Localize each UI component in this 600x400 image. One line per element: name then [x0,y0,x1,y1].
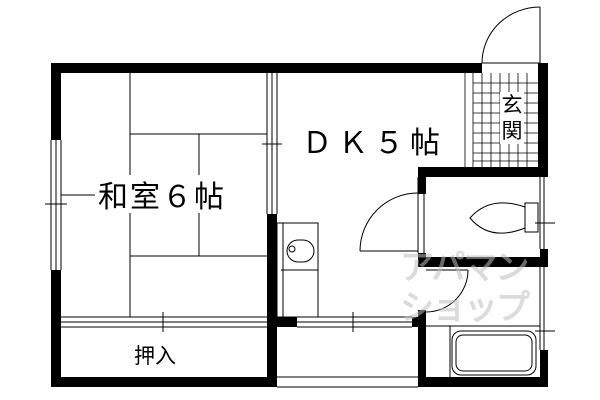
genkan-tiles [464,73,538,167]
room-label-oshiire: 押入 [134,344,176,368]
watermark-line1: アパマン [400,248,529,288]
kitchen-sink [276,222,319,318]
watermark-line2: ショップ [400,288,530,328]
dk-door-swing [359,177,425,253]
watermark: アパマン ショップ [400,248,550,328]
room-label-dk: ＤＫ５帖 [302,126,446,161]
room-label-genkan: 玄関 [500,92,524,144]
toilet-fixture [469,177,555,249]
walls [51,63,548,387]
room-label-washitsu: 和室６帖 [98,180,226,215]
dk-sliding-door [277,312,418,388]
oshiire-sliding-door [61,312,267,332]
left-window [45,140,67,270]
bath-fixtures [425,267,555,377]
partition-sliding-door [262,73,282,214]
tatami-lines [61,73,267,317]
entrance-door-swing [481,6,541,64]
